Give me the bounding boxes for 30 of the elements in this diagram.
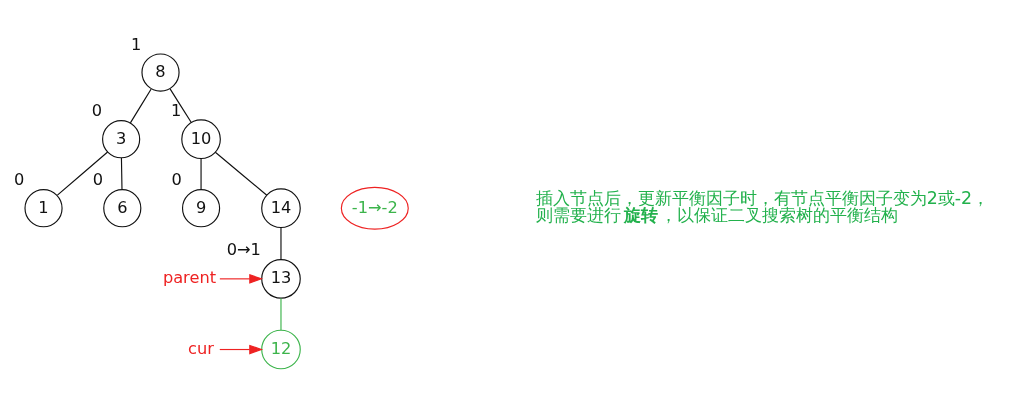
label: 插入节点后，更新平衡因子时，有节点平衡因子变为2或-2，则需要进行旋转，以保证二叉搜索树的平衡结构 xyxy=(535,187,990,225)
connector xyxy=(214,151,268,196)
node-label: 1 xyxy=(131,34,142,54)
node-circle: 1 xyxy=(24,188,63,227)
node-label: 0→1 xyxy=(226,239,261,259)
node-circle: 3 xyxy=(102,119,141,158)
node-circle: 13 xyxy=(261,258,301,299)
node-label: 1 xyxy=(170,100,182,120)
node-label: 0 xyxy=(14,169,25,189)
node-circle: 10 xyxy=(181,118,221,159)
node-ellipse: -1→-2 xyxy=(340,186,409,230)
connector xyxy=(56,150,109,196)
connector xyxy=(200,157,202,190)
arrow xyxy=(219,273,264,284)
node-label: 0 xyxy=(92,169,104,189)
connector xyxy=(120,156,123,190)
connector xyxy=(280,297,282,331)
node-text: parent xyxy=(162,267,217,287)
node-circle: 12 xyxy=(261,329,301,369)
node-circle: 9 xyxy=(181,188,221,227)
arrow xyxy=(219,344,264,354)
node-circle: 6 xyxy=(103,188,142,227)
connector xyxy=(280,226,282,260)
node-circle: 14 xyxy=(261,187,301,228)
node-text: cur xyxy=(188,338,214,358)
node-circle: 8 xyxy=(141,52,180,92)
connector xyxy=(169,87,192,123)
connector xyxy=(129,87,152,123)
node-label: 0 xyxy=(91,100,102,120)
node-label: 0 xyxy=(171,169,182,189)
